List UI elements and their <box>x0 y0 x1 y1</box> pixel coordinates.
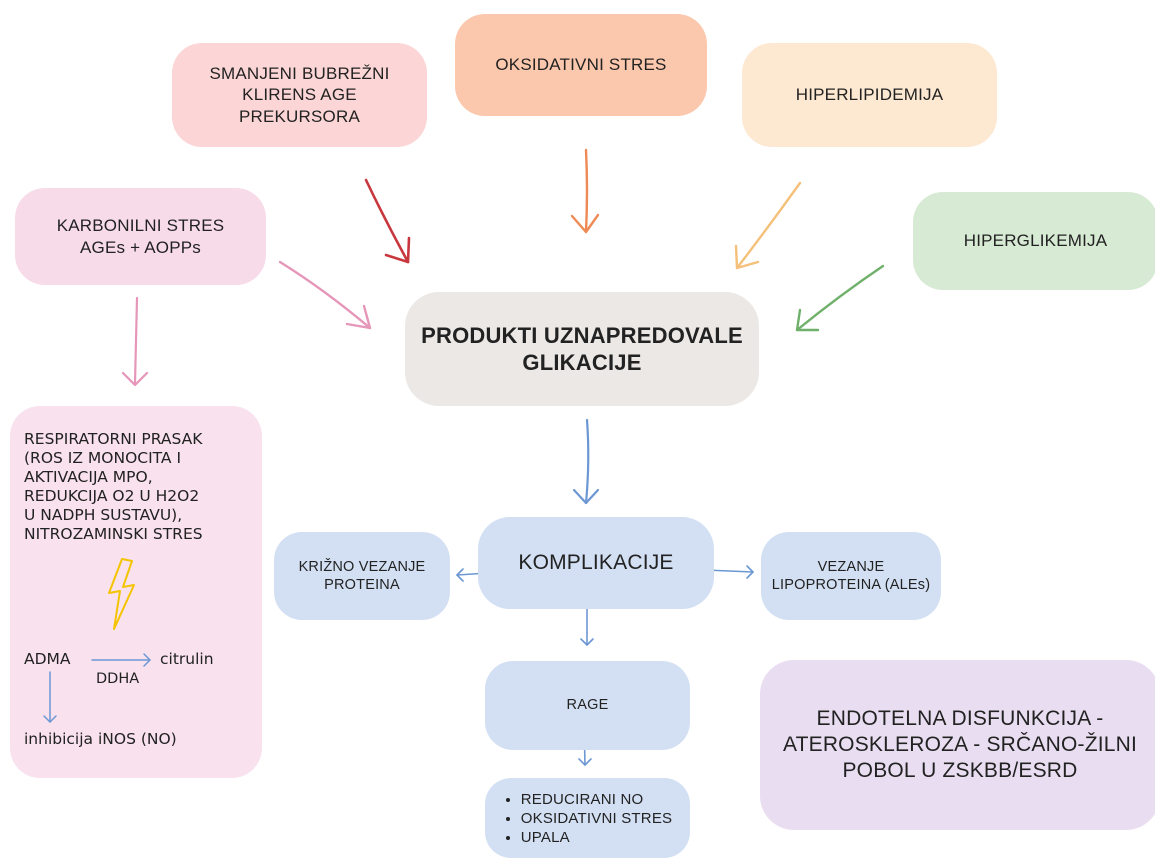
respiratory-line: REDUKCIJA O2 U H2O2 <box>24 487 200 505</box>
node-oxidative-label: OKSIDATIVNI STRES <box>495 55 667 75</box>
arrow-complications-to-rage <box>580 607 594 646</box>
node-kidney-clearance: SMANJENI BUBREŽNI KLIRENS AGE PREKURSORA <box>172 43 427 147</box>
node-hyperglycemia-label: HIPERGLIKEMIJA <box>963 231 1108 251</box>
arrow-hyperlipidemia-to-center <box>734 181 802 270</box>
node-kidney-line: KLIRENS AGE <box>242 85 357 105</box>
respiratory-burst-text: RESPIRATORNI PRASAK (ROS IZ MONOCITA I A… <box>24 430 259 544</box>
node-lipoprotein-line: LIPOPROTEINA (ALEs) <box>771 577 931 593</box>
citrulin-label: citrulin <box>160 650 214 668</box>
node-rage-label: RAGE <box>566 697 609 714</box>
node-kidney-line: PREKURSORA <box>238 106 360 126</box>
node-complications: KOMPLIKACIJE <box>478 517 714 609</box>
arrow-center-to-complications <box>572 418 600 505</box>
node-respiratory-burst <box>10 406 262 778</box>
respiratory-line: AKTIVACIJA MPO, <box>24 468 153 486</box>
node-hyperlipidemia-label: HIPERLIPIDEMIJA <box>795 85 944 105</box>
node-endothelial-line: POBOL U ZSKBB/ESRD <box>842 759 1078 783</box>
node-crosslink-line: KRIŽNO VEZANJE <box>298 558 426 575</box>
node-center-line: PRODUKTI UZNAPREDOVALE <box>421 322 743 348</box>
respiratory-line: (ROS IZ MONOCITA I <box>24 449 182 467</box>
arrow-kidney-to-center <box>364 178 411 264</box>
node-carbonyl-line: KARBONILNI STRES <box>56 216 225 236</box>
node-rage-effects: REDUCIRANI NO OKSIDATIVNI STRES UPALA <box>485 778 690 858</box>
node-endothelial-line: ENDOTELNA DISFUNKCIJA - <box>816 706 1104 730</box>
ddha-label: DDHA <box>96 671 140 687</box>
arrow-adma-to-citrulin <box>91 653 151 667</box>
arrow-carbonyl-to-center <box>278 260 372 330</box>
respiratory-line: U NADPH SUSTAVU), <box>24 506 183 524</box>
node-crosslink-line: PROTEINA <box>324 577 400 593</box>
node-hyperlipidemia: HIPERLIPIDEMIJA <box>742 43 997 147</box>
node-protein-crosslinking: KRIŽNO VEZANJE PROTEINA <box>274 532 450 620</box>
node-lipoprotein-binding: VEZANJE LIPOPROTEINA (ALEs) <box>761 532 941 620</box>
arrow-carbonyl-to-respiratory <box>121 296 149 387</box>
rage-effect-item: OKSIDATIVNI STRES <box>521 809 672 828</box>
rage-effect-item: UPALA <box>521 828 672 847</box>
rage-effects-list: REDUCIRANI NO OKSIDATIVNI STRES UPALA <box>503 790 672 847</box>
node-endothelial-dysfunction: ENDOTELNA DISFUNKCIJA - ATEROSKLEROZA - … <box>760 660 1155 830</box>
node-kidney-line: SMANJENI BUBREŽNI <box>209 64 390 84</box>
node-rage: RAGE <box>485 661 690 750</box>
node-endothelial-line: ATEROSKLEROZA - SRČANO-ŽILNI <box>782 732 1138 756</box>
node-carbonyl-line: AGEs + AOPPs <box>80 237 201 257</box>
node-complications-label: KOMPLIKACIJE <box>518 550 674 574</box>
node-advanced-glycation-products: PRODUKTI UZNAPREDOVALE GLIKACIJE <box>405 292 759 406</box>
arrow-oxidative-to-center <box>570 148 600 234</box>
adma-arrows <box>43 653 151 723</box>
rage-effect-item: REDUCIRANI NO <box>521 790 672 809</box>
respiratory-line: NITROZAMINSKI STRES <box>24 525 203 543</box>
node-oxidative-stress: OKSIDATIVNI STRES <box>455 14 707 116</box>
arrow-adma-to-inhibition <box>43 671 57 723</box>
adma-label: ADMA <box>24 650 71 668</box>
node-carbonyl-stress: KARBONILNI STRES AGEs + AOPPs <box>15 188 266 285</box>
node-hyperglycemia: HIPERGLIKEMIJA <box>913 192 1155 290</box>
arrow-hyperglycemia-to-center <box>795 264 885 332</box>
lightning-icon <box>108 558 135 630</box>
node-center-line: GLIKACIJE <box>522 350 642 375</box>
inhibition-label: inhibicija iNOS (NO) <box>24 730 177 748</box>
respiratory-line: RESPIRATORNI PRASAK <box>24 430 203 448</box>
node-lipoprotein-line: VEZANJE <box>817 558 885 575</box>
